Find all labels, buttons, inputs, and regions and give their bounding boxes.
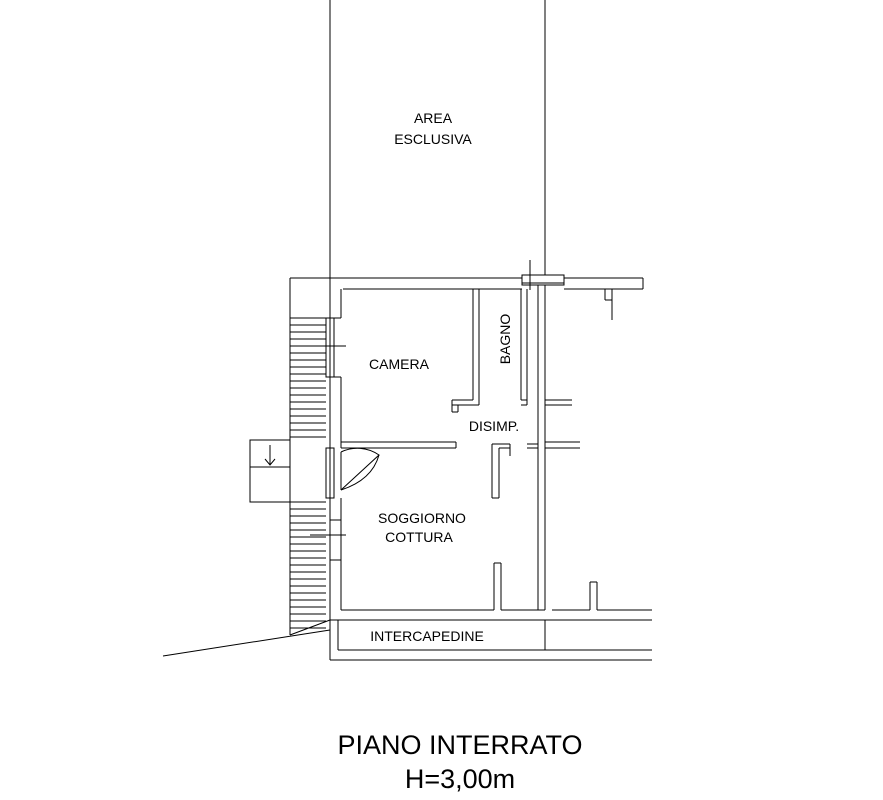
entrance-door xyxy=(340,447,380,491)
disimpegno-label: DISIMP. xyxy=(469,418,519,434)
plan-height: H=3,00m xyxy=(405,764,515,794)
area-label-line2: ESCLUSIVA xyxy=(394,131,472,147)
area-label-line1: AREA xyxy=(414,110,453,126)
exclusive-area xyxy=(329,0,546,278)
column-marker xyxy=(521,260,565,290)
soggiorno-label-line1: SOGGIORNO xyxy=(378,510,466,526)
outer-walls xyxy=(290,277,652,625)
bagno-label: BAGNO xyxy=(497,314,513,365)
interior-walls xyxy=(341,283,598,610)
intercapedine-label: INTERCAPEDINE xyxy=(370,628,484,644)
external-staircase xyxy=(162,277,331,657)
camera-label: CAMERA xyxy=(369,356,430,372)
plan-title: PIANO INTERRATO xyxy=(337,730,582,760)
intercapedine-cavity xyxy=(329,620,652,661)
soggiorno-label-line2: COTTURA xyxy=(385,529,453,545)
left-wall-windows xyxy=(310,317,346,561)
